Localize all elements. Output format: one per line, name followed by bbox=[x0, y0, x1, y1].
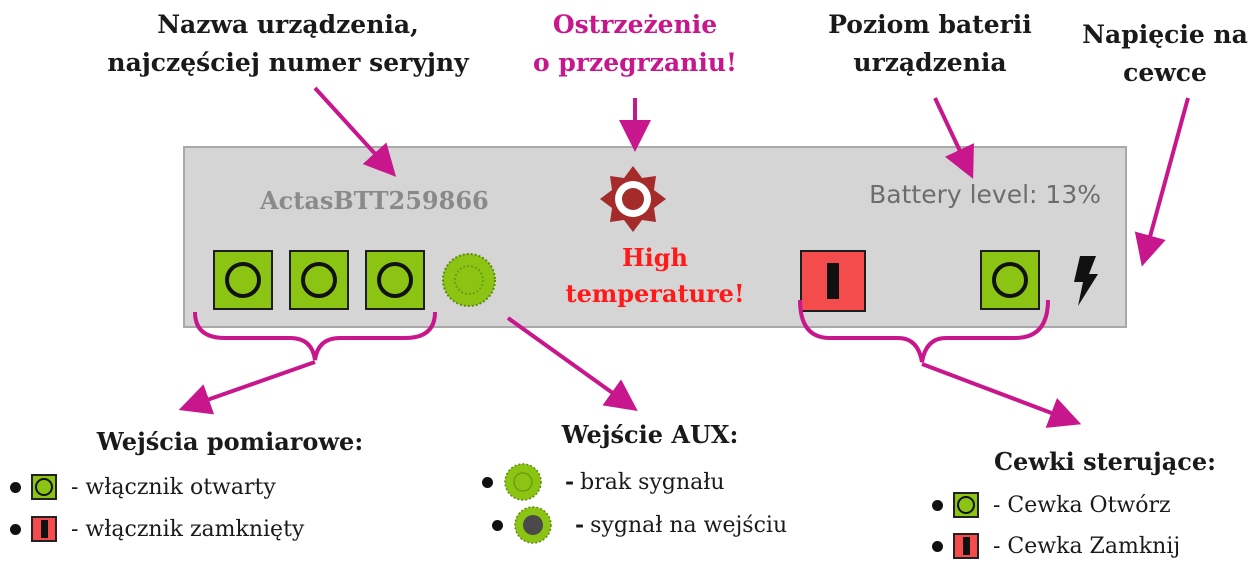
ring-icon bbox=[377, 262, 413, 298]
control-coil-close[interactable] bbox=[800, 250, 866, 312]
bullet bbox=[10, 481, 21, 493]
high-temperature-warning: High temperature! bbox=[565, 243, 745, 308]
bullet bbox=[932, 499, 943, 511]
callout-coil-voltage: Napięcie na cewce bbox=[1082, 20, 1248, 87]
legend-coil-close: - Cewka Zamknij bbox=[932, 533, 1180, 559]
legend-aux-signal: - sygnał na wejściu bbox=[492, 505, 787, 545]
legend-measurement-closed: - włącznik zamknięty bbox=[10, 516, 304, 542]
open-switch-icon bbox=[31, 474, 57, 500]
legend-measurement-open: - włącznik otwarty bbox=[10, 474, 276, 500]
ring-icon bbox=[301, 262, 337, 298]
measurement-input-2-open[interactable] bbox=[289, 250, 349, 310]
measurement-input-1-open[interactable] bbox=[213, 250, 273, 310]
ring-icon bbox=[225, 262, 261, 298]
device-name: ActasBTT259866 bbox=[260, 186, 489, 215]
callout-battery: Poziom baterii urządzenia bbox=[828, 10, 1032, 77]
battery-level: Battery level: 13% bbox=[869, 180, 1101, 209]
bullet bbox=[932, 540, 943, 552]
closed-switch-icon bbox=[31, 516, 57, 542]
overheat-warning-icon bbox=[598, 164, 668, 234]
bullet bbox=[482, 476, 493, 488]
legend-coils-title: Cewki sterujące: bbox=[993, 447, 1217, 476]
coil-close-icon bbox=[953, 533, 979, 559]
control-coil-open[interactable] bbox=[980, 250, 1040, 310]
bullet bbox=[492, 519, 503, 531]
bullet bbox=[10, 523, 21, 535]
legend-measurement-title: Wejścia pomiarowe: bbox=[96, 427, 364, 456]
aux-no-signal-icon bbox=[504, 463, 542, 501]
aux-signal-icon bbox=[514, 506, 552, 544]
aux-input-no-signal[interactable] bbox=[441, 252, 497, 308]
bar-icon bbox=[827, 263, 839, 299]
callout-device-name: Nazwa urządzenia, najczęściej numer sery… bbox=[107, 10, 469, 77]
legend-aux-no-signal: - brak sygnału bbox=[482, 462, 725, 502]
legend-coil-open: - Cewka Otwórz bbox=[932, 492, 1171, 518]
coil-open-icon bbox=[953, 492, 979, 518]
legend-aux-title: Wejście AUX: bbox=[561, 420, 739, 449]
ring-icon bbox=[992, 262, 1028, 298]
lightning-icon bbox=[1070, 252, 1100, 308]
measurement-input-3-open[interactable] bbox=[365, 250, 425, 310]
callout-overheat: Ostrzeżenie o przegrzaniu! bbox=[532, 10, 737, 77]
